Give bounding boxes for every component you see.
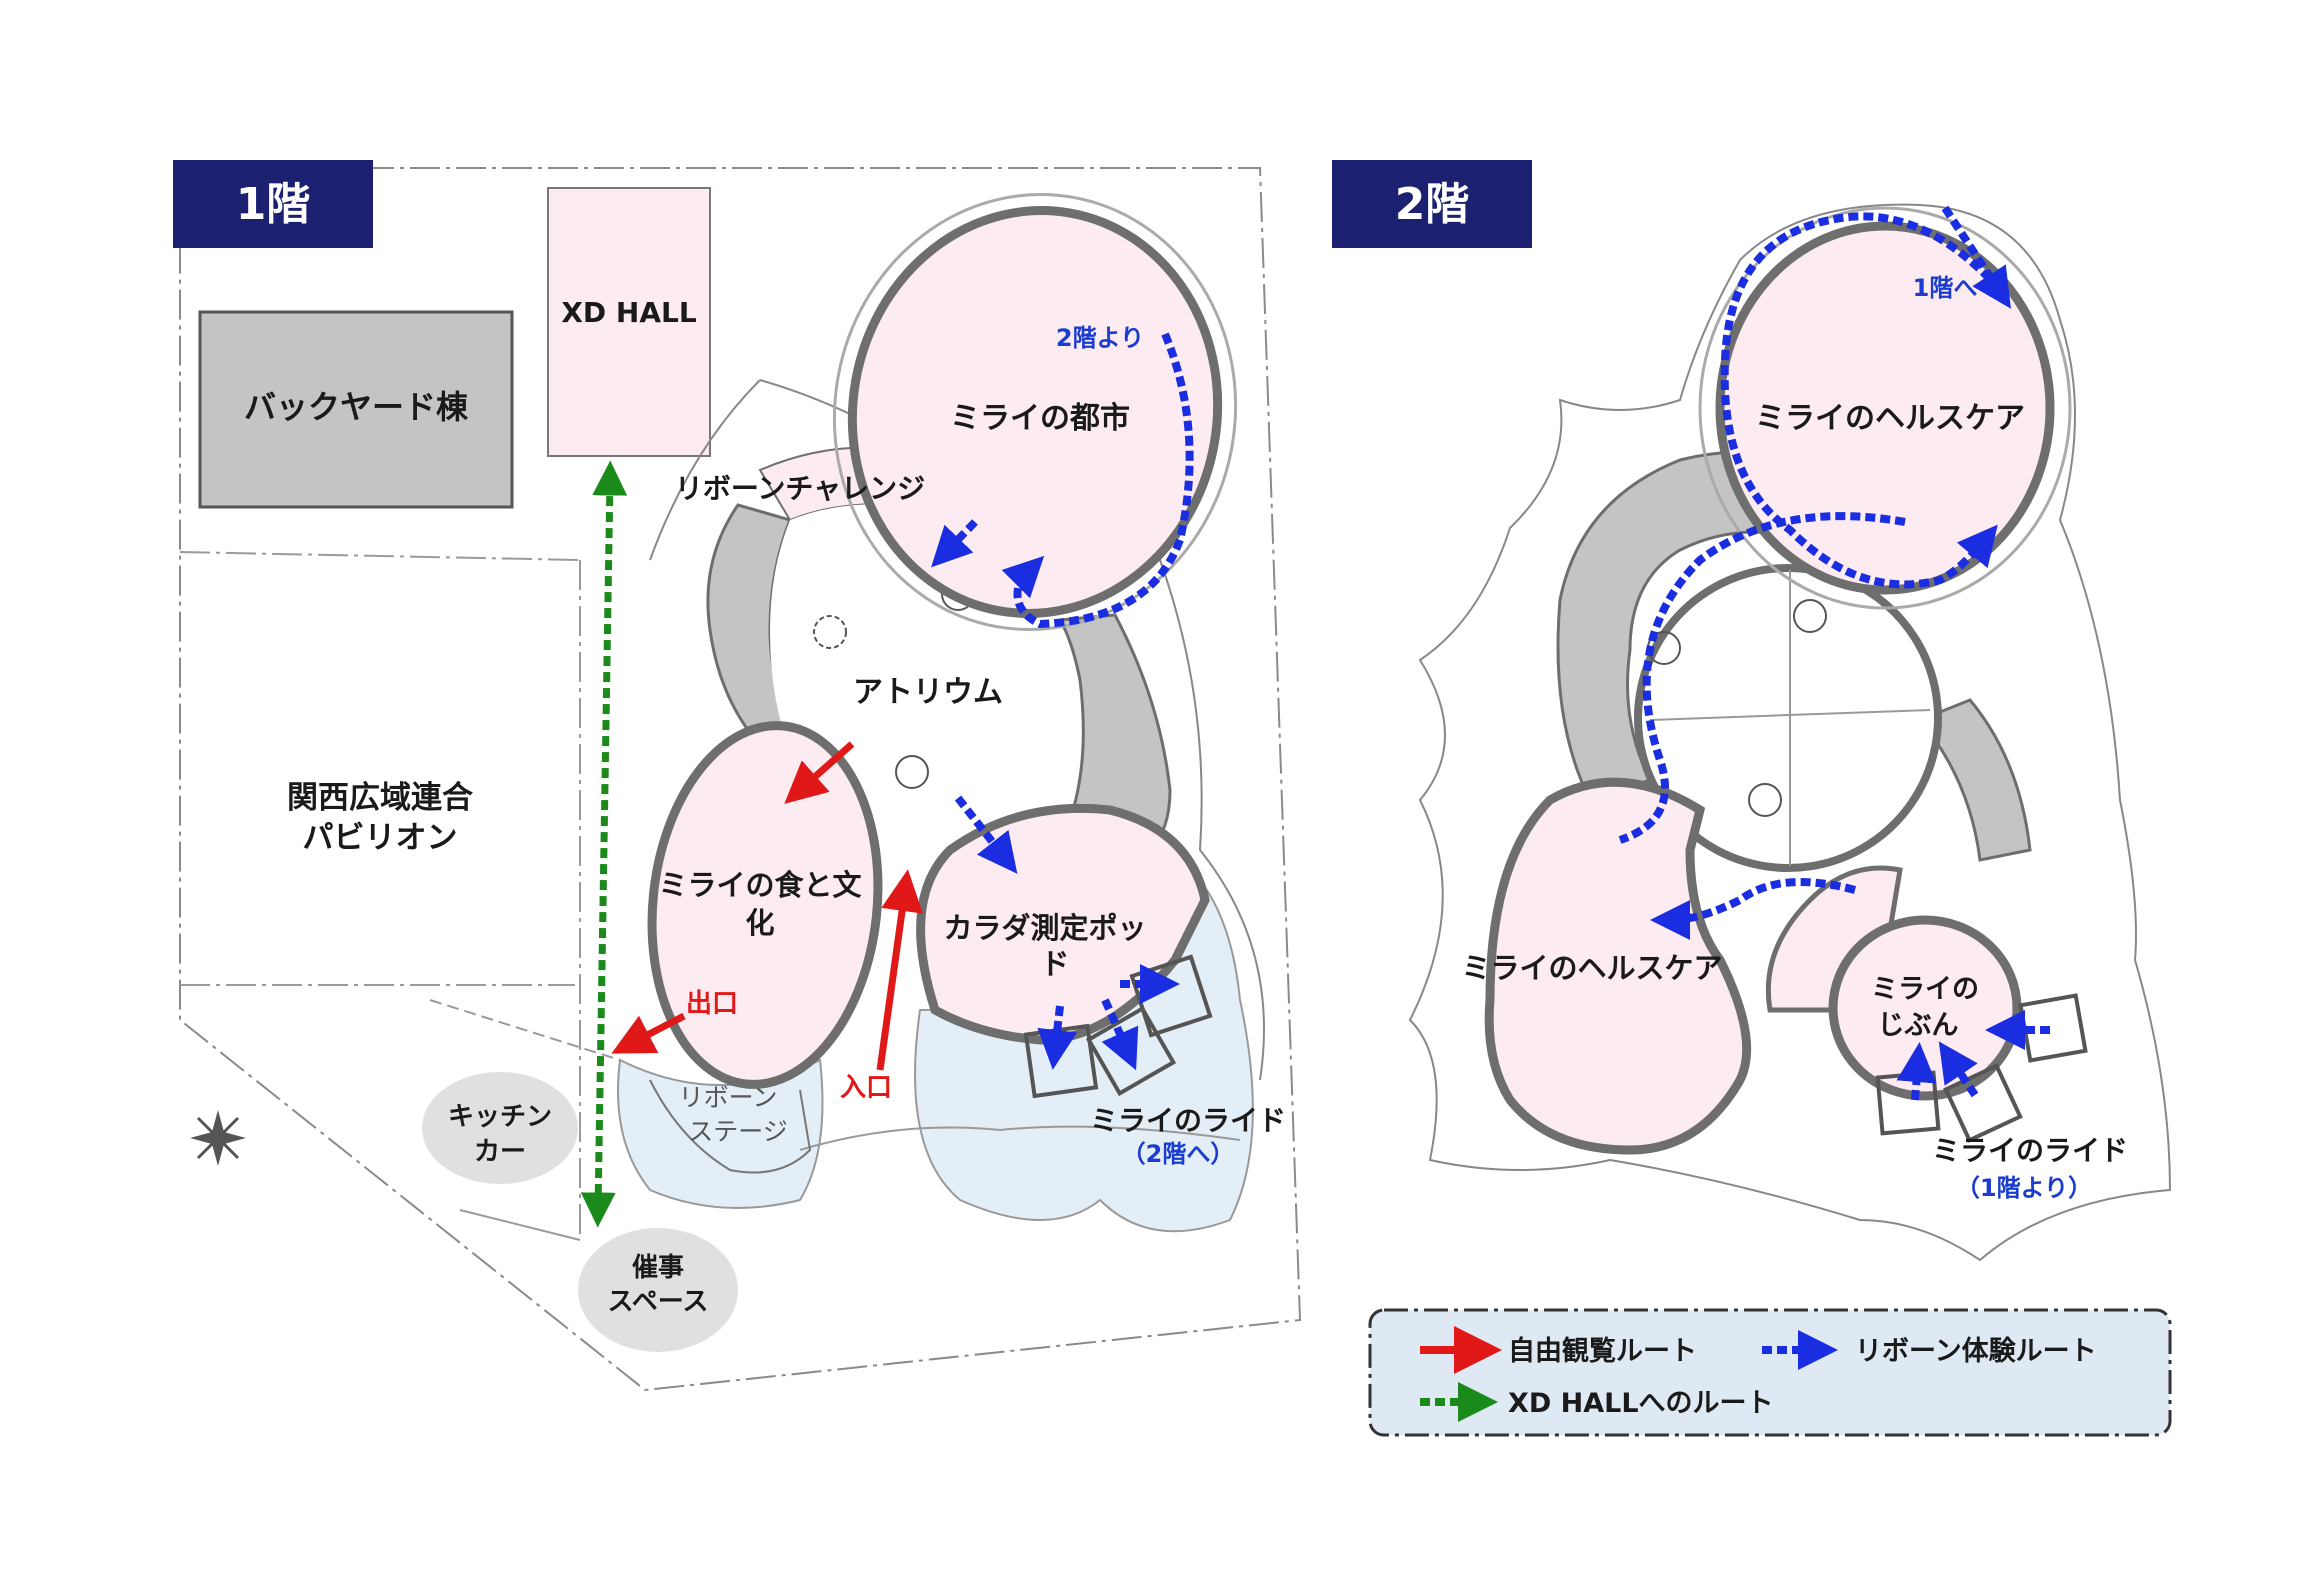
kansai-label-line2: パビリオン bbox=[303, 820, 458, 856]
from-2f-label: 2階より bbox=[1056, 324, 1144, 352]
healthcare-top-label: ミライのヘルスケア bbox=[1755, 401, 2025, 436]
kansai-label-line1: 関西広域連合 bbox=[287, 780, 473, 816]
reborn-route-arrow bbox=[1650, 878, 1857, 940]
floor2-badge-label: 2階 bbox=[1395, 179, 1470, 230]
ride-2f-label: ミライのライド bbox=[1932, 1134, 2128, 1167]
reborn-stage-label-line2: ステージ bbox=[688, 1117, 788, 1146]
spiral-stair-icon bbox=[1793, 599, 1827, 633]
floor1-badge: 1階 bbox=[173, 160, 373, 248]
xd-hall-label: XD HALL bbox=[561, 296, 697, 329]
spiral-stair-icon bbox=[813, 615, 847, 649]
compass-icon bbox=[190, 1110, 246, 1166]
event-space: 催事 スペース bbox=[578, 1228, 738, 1352]
room-mirai-city: ミライの都市 2階より bbox=[832, 193, 1238, 631]
to-1f-label: 1階へ bbox=[1913, 274, 1978, 302]
reborn-route-arrow bbox=[1001, 332, 1194, 629]
reborn-stage: リボーン ステージ bbox=[649, 1079, 812, 1174]
event-space-label-line1: 催事 bbox=[632, 1253, 684, 1283]
backyard-label: バックヤード棟 bbox=[244, 388, 469, 426]
healthcare-left-label: ミライのヘルスケア bbox=[1461, 951, 1722, 985]
legend-reborn-route-label: リボーン体験ルート bbox=[1855, 1336, 2097, 1367]
xd-hall: XD HALL bbox=[547, 187, 711, 457]
ride-2f-note: （1階より） bbox=[1956, 1174, 2092, 1202]
ride-1f-label: ミライのライド bbox=[1090, 1104, 1286, 1137]
reborn-route-arrow bbox=[1720, 212, 2003, 589]
reborn-route-arrow bbox=[954, 795, 1018, 874]
mirai-city-label: ミライの都市 bbox=[950, 401, 1130, 436]
routes-2f bbox=[1618, 205, 2050, 1101]
spiral-stair-icon bbox=[1748, 783, 1782, 817]
free-route-arrow bbox=[784, 741, 855, 804]
floor2-shell bbox=[1408, 203, 2172, 1262]
body-pod-label-line2: ド bbox=[1040, 947, 1069, 981]
atrium-label: アトリウム bbox=[853, 675, 1003, 710]
room-food-culture: ミライの食と文 化 bbox=[647, 721, 883, 1089]
jibun-label-line2: じぶん bbox=[1878, 1010, 1959, 1041]
floor1-badge-label: 1階 bbox=[236, 179, 311, 230]
legend: 自由観覧ルート リボーン体験ルート XD HALLへのルート bbox=[1368, 1308, 2172, 1437]
backyard-building: バックヤード棟 bbox=[198, 310, 514, 509]
body-pod-label-line1: カラダ測定ポッ bbox=[943, 911, 1146, 945]
routes-1f bbox=[580, 332, 1194, 1228]
event-space-label-line2: スペース bbox=[608, 1287, 709, 1317]
reborn-route-arrow bbox=[1101, 998, 1139, 1071]
ribbon-challenge-label: リボーンチャレンジ bbox=[675, 472, 925, 505]
reborn-stage-label-line1: リボーン bbox=[679, 1083, 778, 1112]
floor2-badge: 2階 bbox=[1332, 160, 1532, 248]
xd-hall-route bbox=[580, 460, 628, 1228]
kitchen-car: キッチン カー bbox=[422, 1072, 578, 1184]
legend-free-route-label: 自由観覧ルート bbox=[1508, 1335, 1697, 1367]
reborn-route-arrow bbox=[1938, 1041, 1979, 1098]
free-route-arrow bbox=[611, 1012, 686, 1054]
kitchen-car-label-line2: カー bbox=[474, 1137, 526, 1167]
room-healthcare-top: ミライのヘルスケア 1階へ bbox=[1698, 206, 2072, 610]
free-route-arrow bbox=[876, 869, 923, 1071]
entrance-label: 入口 bbox=[840, 1073, 892, 1103]
kitchen-car-label-line1: キッチン bbox=[448, 1102, 552, 1132]
reborn-route-arrow bbox=[1618, 512, 1906, 844]
reborn-route-arrow bbox=[931, 519, 978, 568]
room-healthcare-left: ミライのヘルスケア bbox=[1461, 777, 1752, 1155]
food-culture-label-line2: 化 bbox=[745, 906, 774, 940]
room-jibun: ミライの じぶん bbox=[1765, 865, 2088, 1143]
atrium-2f bbox=[1634, 564, 1942, 872]
reborn-route-arrow bbox=[1896, 1042, 1937, 1101]
reborn-route-arrow bbox=[1037, 1005, 1078, 1070]
ride-1f-note: （2階へ） bbox=[1122, 1140, 1235, 1168]
food-culture-label-line1: ミライの食と文 bbox=[658, 868, 862, 902]
site-boundary bbox=[179, 167, 1302, 1392]
legend-xd-route-label: XD HALLへのルート bbox=[1508, 1388, 1774, 1419]
exit-label: 出口 bbox=[686, 989, 738, 1019]
reborn-route-arrow bbox=[1941, 205, 2011, 309]
spiral-stair-icon bbox=[895, 755, 929, 789]
jibun-label-line1: ミライの bbox=[1871, 974, 1979, 1005]
